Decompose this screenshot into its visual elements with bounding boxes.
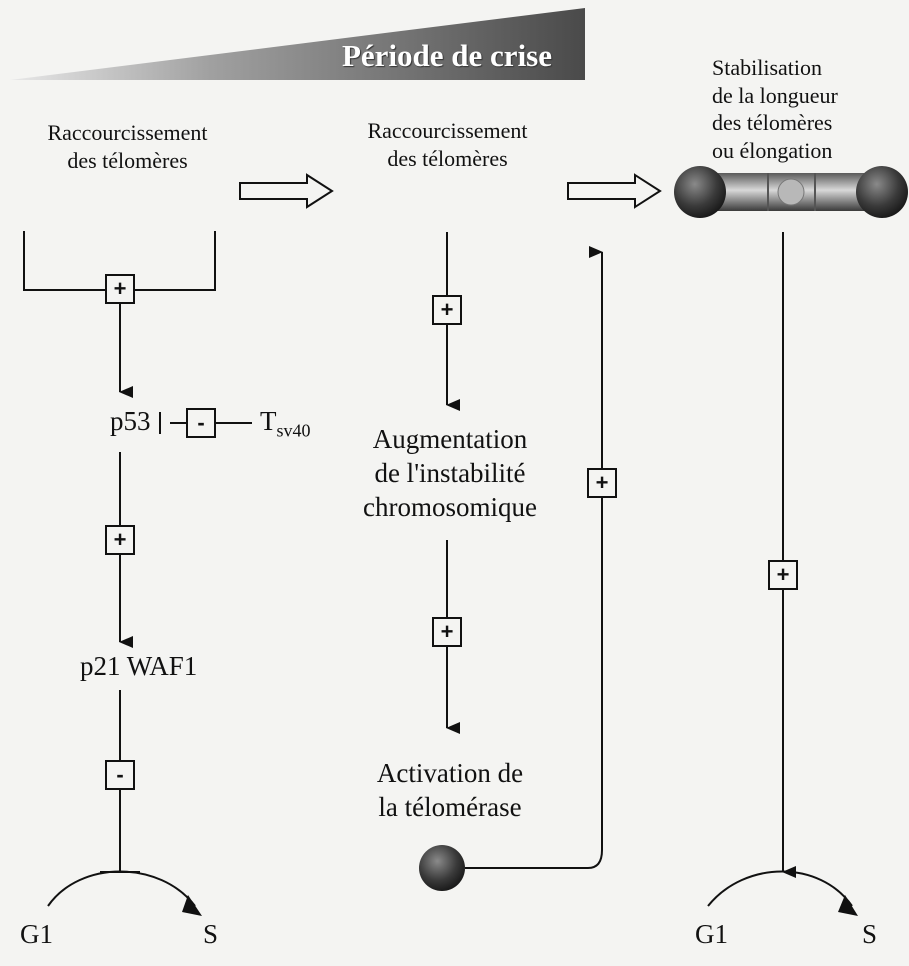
right-cycle-s: S: [862, 919, 878, 949]
left-block-sign: -: [105, 760, 135, 790]
chromosome-icon: [674, 166, 908, 218]
activation-line1: Activation de: [376, 758, 524, 788]
right-cycle-arrowhead: [838, 895, 858, 916]
left-cycle-g1: G1: [20, 919, 53, 949]
p21-label: p21 WAF1: [80, 651, 198, 681]
right-title-line4: ou élongation: [712, 137, 833, 163]
crisis-wedge: [10, 8, 585, 80]
activation-line2: la télomérase: [378, 791, 522, 822]
tsv40-sub: sv40: [276, 420, 311, 441]
left-cycle-s: S: [203, 919, 219, 949]
middle-sign-1: +: [432, 295, 462, 325]
instability-line2: de l'instabilité: [374, 457, 526, 488]
left-activator-sign: +: [105, 274, 135, 304]
telomerase-sphere: [419, 845, 465, 891]
tsv40-main: T: [260, 406, 277, 436]
middle-title-line1: Raccourcissement: [367, 118, 528, 143]
right-cycle-g1: G1: [695, 919, 728, 949]
left-title-line2: des télomères: [67, 147, 188, 173]
right-title-line3: des télomères: [712, 110, 833, 135]
hollow-arrow-1: [239, 173, 334, 209]
middle-title: Raccourcissement des télomères: [350, 117, 545, 172]
p53-label: p53: [110, 406, 151, 436]
p53-to-p21-sign: +: [105, 525, 135, 555]
middle-title-line2: des télomères: [387, 145, 508, 171]
right-title-line1: Stabilisation: [712, 55, 822, 80]
middle-sign-2: +: [432, 617, 462, 647]
left-title: Raccourcissement des télomères: [20, 119, 235, 174]
left-title-line1: Raccourcissement: [47, 120, 208, 145]
right-title: Stabilisation de la longueur des télomèr…: [712, 54, 838, 164]
instability-line3: chromosomique: [363, 491, 537, 522]
tsv40-inhibitor-sign: -: [186, 408, 216, 438]
instability-label: Augmentation de l'instabilité chromosomi…: [345, 423, 555, 524]
right-cycle-arrow: [707, 870, 853, 907]
crisis-label: Période de crise: [341, 38, 553, 73]
activation-label: Activation de la télomérase: [355, 757, 545, 825]
right-title-line2: de la longueur: [712, 82, 838, 108]
feedback-sign: +: [587, 468, 617, 498]
instability-line1: Augmentation: [372, 424, 528, 454]
tsv40-label: Tsv40: [260, 405, 311, 442]
left-cycle-arrowhead: [182, 895, 202, 916]
left-cycle-arrow: [47, 870, 196, 907]
feedback-arrow: [465, 246, 603, 869]
hollow-arrow-2: [567, 173, 662, 209]
right-sign: +: [768, 560, 798, 590]
